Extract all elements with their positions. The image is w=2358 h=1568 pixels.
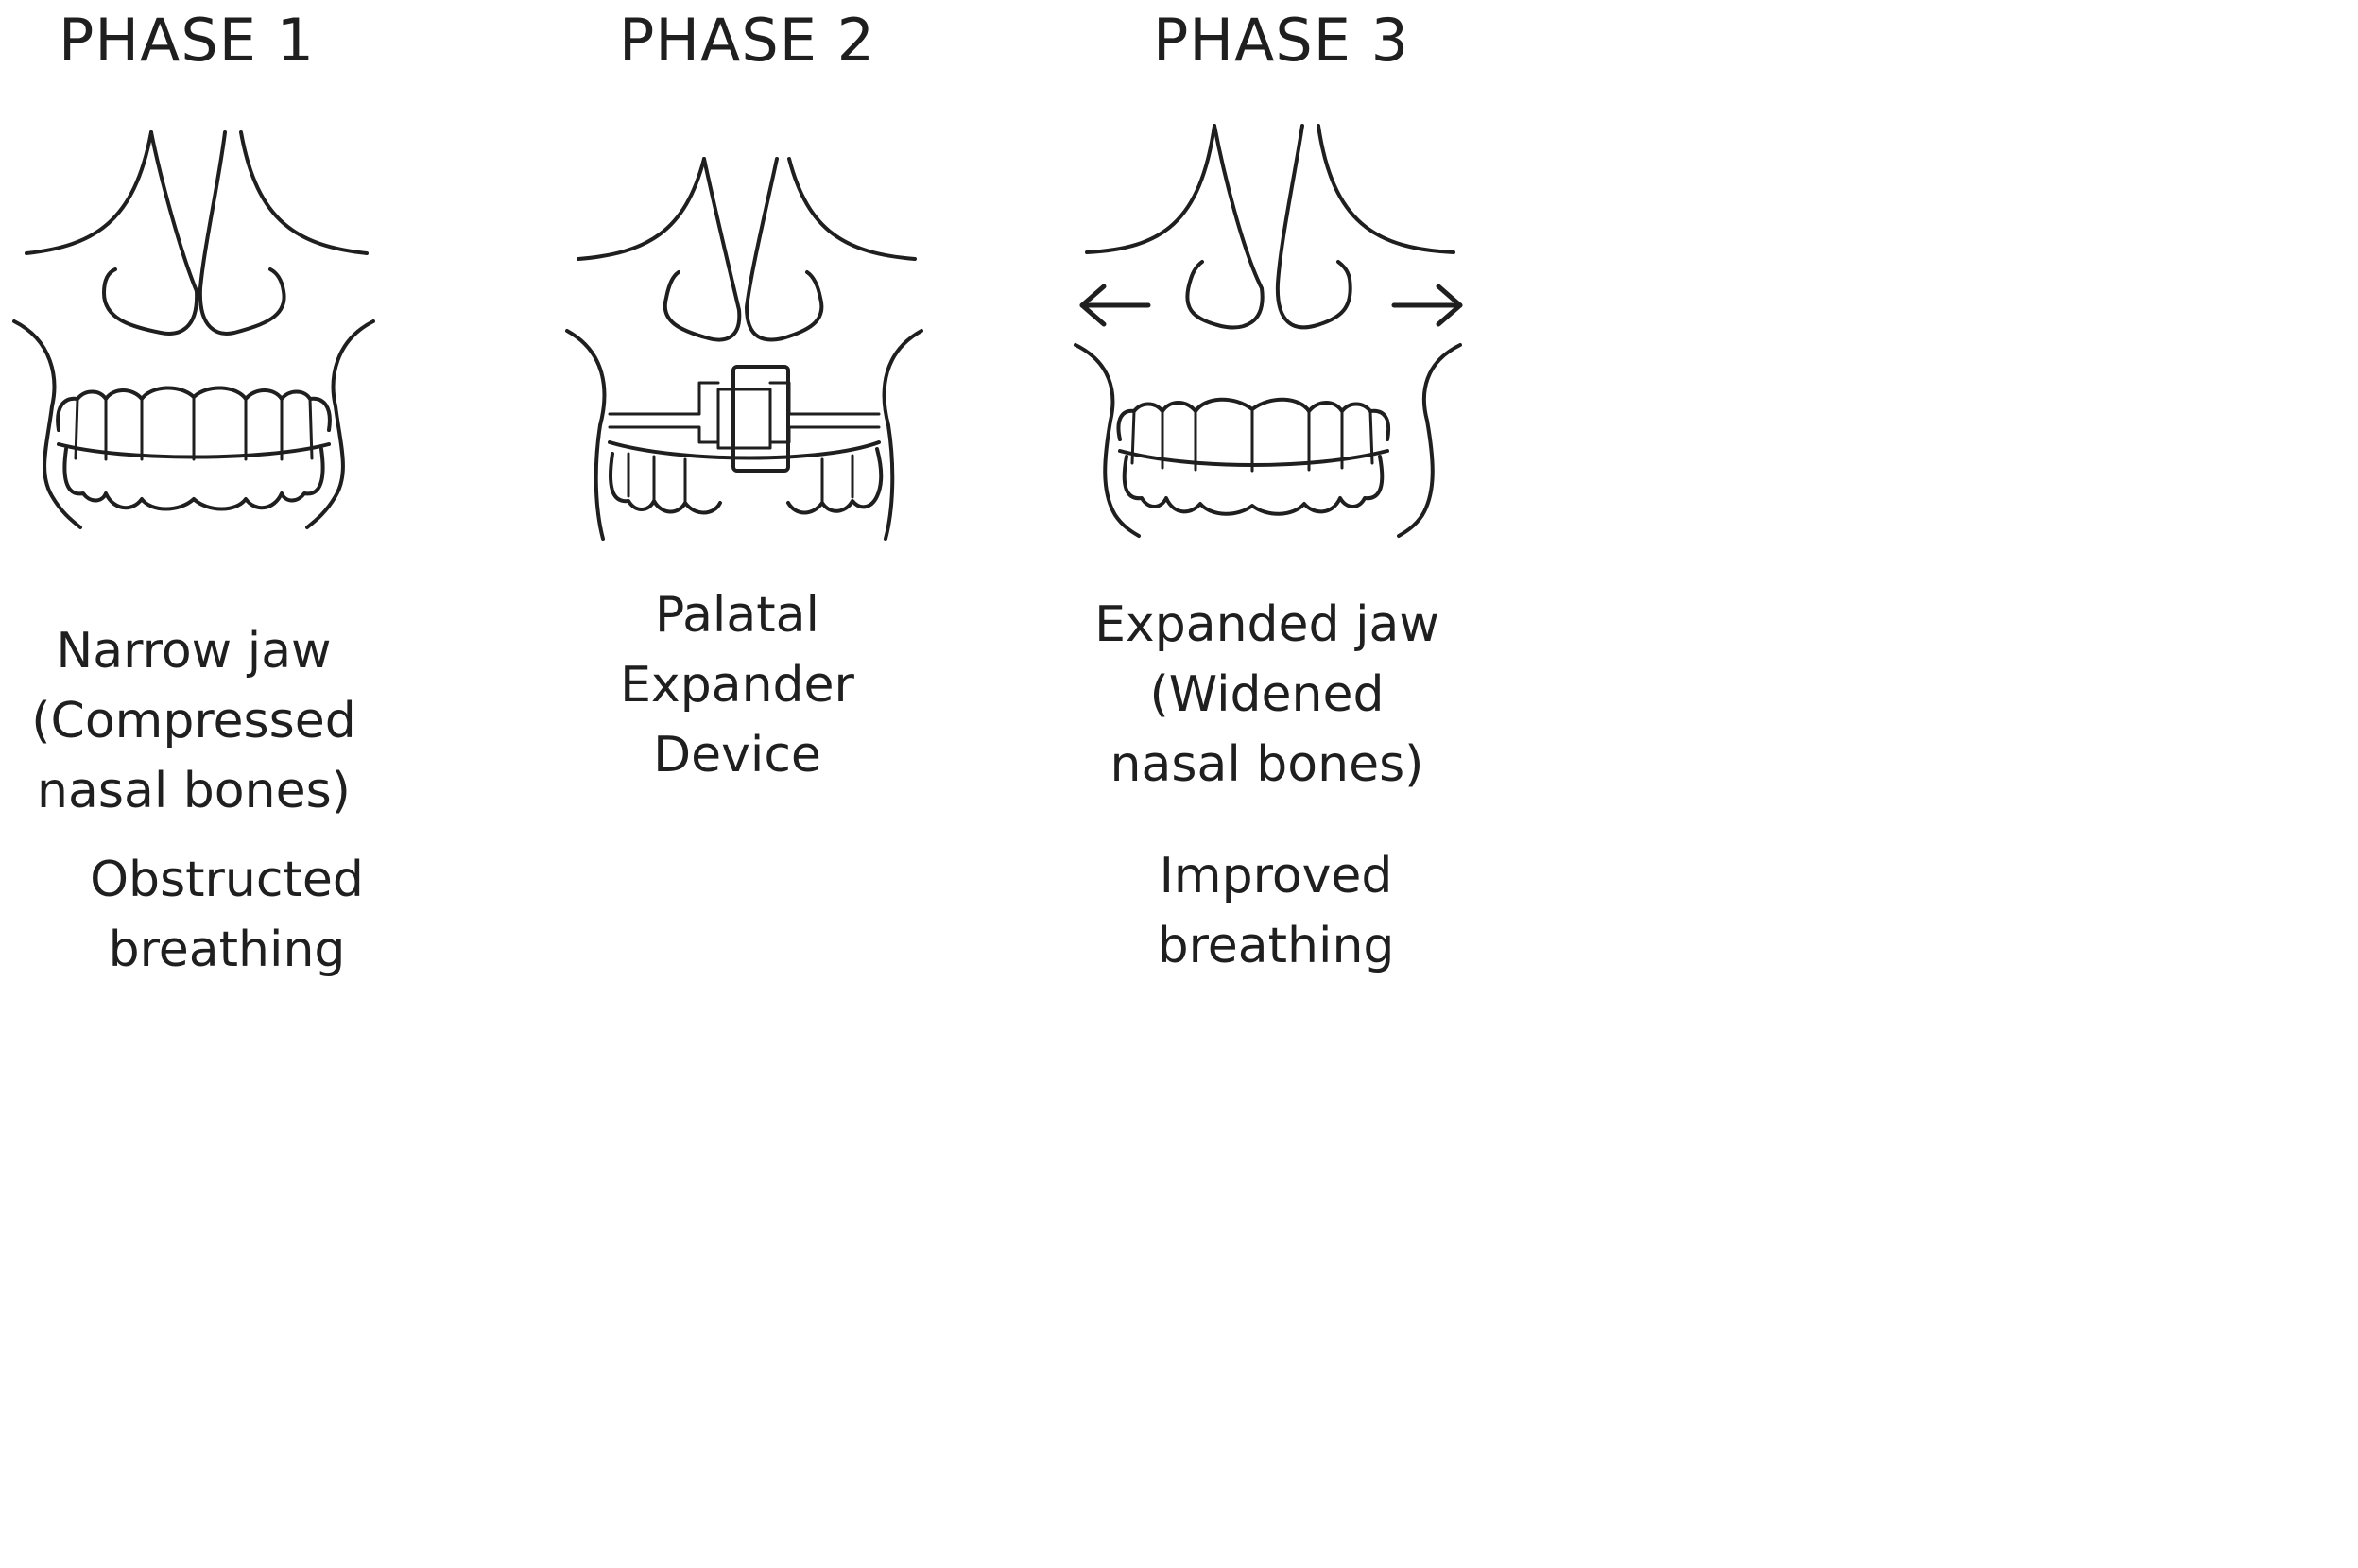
phase-2-palatal-expander-illustration (565, 157, 923, 541)
phase-2-caption: Palatal Expander Device (548, 580, 926, 790)
phase-3-caption-line-3: nasal bones) (1110, 736, 1424, 793)
lower-teeth (62, 447, 325, 511)
phase-3-caption: Expanded jaw (Widened nasal bones) (1059, 590, 1475, 800)
phase-2-panel: PHASE 2 Palatal Expander Device (491, 0, 983, 984)
phase-3-outcome-line-2: breathing (1157, 918, 1395, 974)
phase-3-caption-line-2: (Widened (1149, 666, 1385, 723)
phase-3-caption-line-1: Expanded jaw (1094, 596, 1439, 653)
right-nostril (198, 130, 286, 336)
phase-1-panel: PHASE 1 Narrow jaw (Compressed nasal bon… (0, 0, 491, 984)
nasal-cheek-line-left (577, 157, 706, 261)
lower-teeth (1122, 455, 1385, 516)
phase-3-expanded-jaw-illustration (1074, 124, 1463, 538)
expansion-arrow-right-icon (1391, 284, 1463, 327)
phase-1-outcome: Obstructed breathing (38, 845, 416, 985)
nasal-cheek-line-left (25, 130, 153, 255)
phase-2-title: PHASE 2 (619, 6, 876, 75)
expander-screw-body (731, 365, 790, 473)
jaw-outline-left (565, 329, 607, 541)
bite-line (1118, 449, 1389, 467)
phase-3-outcome-line-1: Improved (1159, 848, 1393, 905)
phase-2-caption-line-1: Palatal (655, 587, 819, 644)
jaw-outline-right (1397, 343, 1462, 538)
nasal-cheek-line-left (1085, 124, 1216, 254)
phase-1-caption-line-2: (Compressed (31, 693, 356, 750)
bite-line (608, 440, 881, 460)
phase-3-title: PHASE 3 (1153, 6, 1410, 75)
right-nostril (1275, 124, 1352, 330)
phase-1-narrow-jaw-illustration (12, 130, 375, 529)
nasal-cheek-line-right (787, 157, 917, 261)
expansion-arrow-left-icon (1079, 284, 1151, 327)
jaw-outline-left (1074, 343, 1141, 538)
left-nostril (1185, 124, 1265, 330)
left-nostril (102, 130, 199, 336)
left-nostril (663, 157, 742, 342)
expander-screw-housing (716, 388, 772, 450)
lower-teeth (608, 447, 884, 515)
phase-1-outcome-line-2: breathing (108, 922, 346, 978)
phase-1-caption-line-1: Narrow jaw (56, 623, 332, 680)
phase-1-title: PHASE 1 (59, 6, 316, 75)
phase-2-caption-line-2: Expander (620, 657, 854, 714)
phase-1-caption: Narrow jaw (Compressed nasal bones) (0, 616, 387, 826)
nasal-cheek-line-right (239, 130, 369, 255)
phase-2-caption-line-3: Device (653, 727, 821, 784)
bite-line (57, 442, 331, 459)
jaw-outline-left (12, 319, 82, 529)
jaw-outline-right (882, 329, 923, 541)
phase-3-outcome: Improved breathing (1087, 841, 1465, 981)
right-nostril (745, 157, 824, 342)
nasal-cheek-line-right (1317, 124, 1455, 254)
jaw-outline-right (305, 319, 375, 529)
expander-arm-left (608, 381, 720, 444)
phase-1-caption-line-3: nasal bones) (37, 763, 351, 819)
phase-1-outcome-line-1: Obstructed (90, 852, 364, 908)
phase-3-panel: PHASE 3 Expanded jaw (Widened nasal bone… (1059, 0, 1475, 984)
